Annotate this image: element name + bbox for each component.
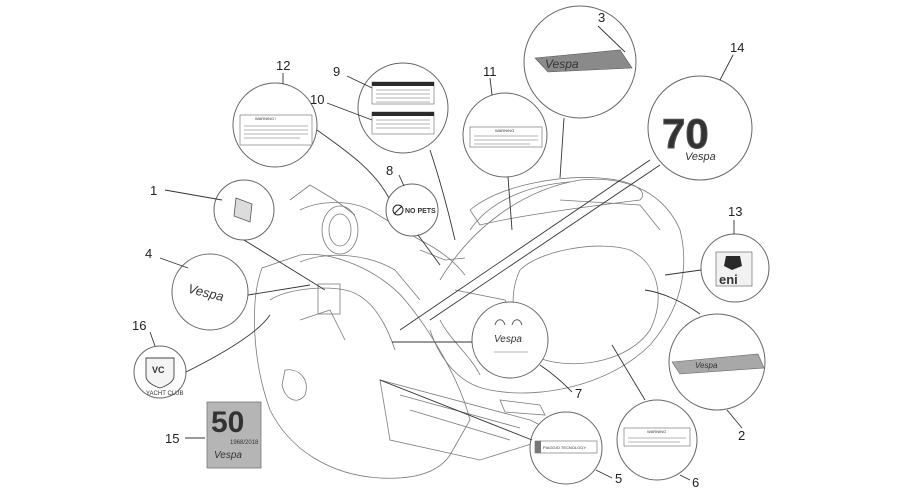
fifty-vespa-text: Vespa [214, 450, 242, 461]
callout-number: 4 [145, 246, 152, 261]
callout-16: VC YACHT CLUB 16 [132, 314, 271, 399]
eni-dog-icon [724, 256, 742, 270]
callout-1: 1 [150, 179, 326, 291]
eni-text: eni [719, 272, 738, 287]
callout-11: WARNING 11 [462, 64, 548, 231]
callout-12: WARNING ! 12 [232, 58, 391, 201]
seventy-vespa-text: Vespa [685, 151, 716, 163]
callout-3: Vespa 3 [523, 5, 637, 179]
vespa-stripe-text: Vespa [545, 57, 579, 71]
callout-number: 1 [150, 183, 157, 198]
callout-number: 6 [692, 475, 699, 490]
callout-number: 14 [730, 40, 744, 55]
no-pets-text: NO PETS [405, 208, 436, 215]
vespa-stripe-decal [534, 49, 633, 73]
callout-number: 10 [310, 92, 324, 107]
callout-number: 3 [598, 10, 605, 25]
callout-4: Vespa 4 [145, 246, 311, 331]
badge-icon [233, 197, 253, 223]
callout-13: eni 13 [664, 204, 770, 303]
side-stripe-decal [671, 353, 765, 375]
seventy-text: 70 [662, 110, 709, 157]
callout-8: NO PETS 8 [385, 163, 441, 266]
fifty-years-badge [206, 401, 262, 469]
callout-number: 8 [386, 163, 393, 178]
callout-number: 12 [276, 58, 290, 73]
side-stripe-text: Vespa [695, 361, 718, 370]
warning-title: WARNING [495, 128, 514, 133]
callout-15: 50 1968/2018 Vespa 15 [165, 401, 262, 469]
callout-number: 5 [615, 471, 622, 486]
callout-number: 2 [738, 428, 745, 443]
callout-number: 9 [333, 64, 340, 79]
callout-6: WARNING 6 [611, 344, 699, 490]
fifty-years-text: 1968/2018 [230, 440, 259, 446]
yacht-initials: VC [152, 365, 165, 375]
fifty-text: 50 [211, 406, 244, 439]
mascot-vespa-text: Vespa [494, 334, 522, 345]
mascot-icon [494, 319, 523, 326]
callout-7: Vespa 7 [392, 301, 582, 401]
callout-number: 7 [575, 386, 582, 401]
callout-14: 70 Vespa 14 [399, 40, 753, 331]
callout-5: PIAGGIO TECNOLOGY 5 [379, 379, 622, 486]
callout-number: 15 [165, 431, 179, 446]
callout-number: 16 [132, 318, 146, 333]
piaggio-text: PIAGGIO TECNOLOGY [543, 445, 586, 450]
yacht-club-shield-icon [145, 357, 175, 389]
callout-number: 13 [728, 204, 742, 219]
callout-number: 11 [483, 64, 497, 79]
warning-title: WARNING [647, 429, 666, 434]
callout-2: Vespa 2 [644, 289, 766, 443]
callout-9-10: 9 10 [310, 62, 456, 241]
yacht-club-text: YACHT CLUB [146, 391, 183, 397]
warning-title: WARNING ! [255, 116, 276, 121]
